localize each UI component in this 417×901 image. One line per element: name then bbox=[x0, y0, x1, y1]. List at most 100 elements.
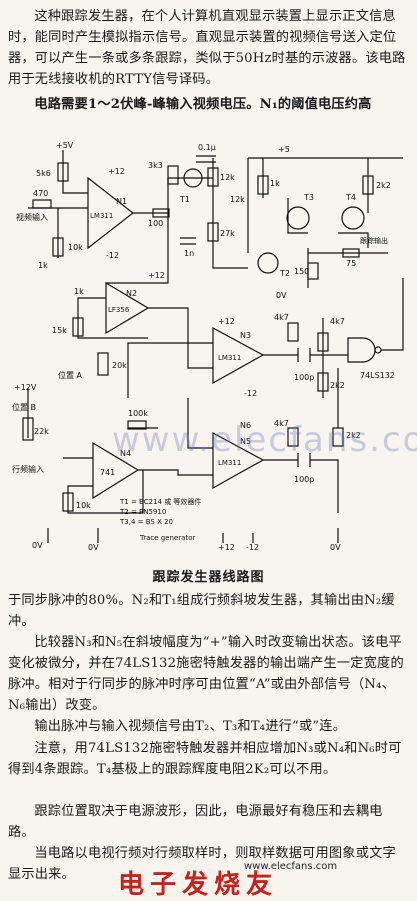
label-10k-b: 10k bbox=[76, 501, 91, 510]
label-trace-out: 跟踪输出 bbox=[360, 236, 388, 245]
label-0v: 0V bbox=[276, 291, 287, 300]
label-4k7-a: 4k7 bbox=[274, 313, 289, 322]
opamp-n3 bbox=[212, 326, 265, 385]
capacitor-0.1u bbox=[196, 155, 216, 163]
label-n2: N2 bbox=[126, 289, 137, 298]
opamp-n5 bbox=[212, 431, 265, 490]
wire bbox=[62, 150, 88, 194]
label-plus12v: +12V bbox=[14, 383, 37, 392]
label-5k6: 5k6 bbox=[36, 169, 51, 178]
label-position-a: 位置 A bbox=[58, 370, 83, 380]
transistor-t4 bbox=[341, 206, 365, 230]
label-0.1u: 0.1μ bbox=[198, 143, 216, 152]
wire bbox=[212, 158, 248, 269]
label-470: 470 bbox=[33, 189, 48, 198]
resistor-15k bbox=[72, 317, 84, 337]
label-plus12-a: +12 bbox=[108, 167, 125, 176]
label-plus12-b: +12 bbox=[148, 271, 165, 280]
label-15k: 15k bbox=[52, 326, 67, 335]
label-schematic-title: Trace generator bbox=[139, 534, 195, 542]
label-100k: 100k bbox=[128, 409, 148, 418]
label-t2: T2 bbox=[279, 269, 290, 278]
label-minus12-c: -12 bbox=[246, 543, 259, 552]
label-n1-ic: LM311 bbox=[90, 212, 113, 220]
pot-20k bbox=[97, 352, 109, 376]
resistor-2k2-c bbox=[332, 427, 344, 447]
opamp-n1 bbox=[87, 176, 134, 250]
capacitor-1n bbox=[180, 237, 196, 245]
label-n6: N6 bbox=[240, 421, 251, 430]
resistor-4k7-c bbox=[287, 427, 299, 447]
label-line-in: 行频输入 bbox=[12, 464, 44, 474]
resistor-150 bbox=[307, 262, 319, 280]
label-10k-a: 10k bbox=[68, 243, 83, 252]
label-2k2-c: 2k2 bbox=[346, 431, 361, 440]
wire bbox=[187, 398, 213, 449]
label-0v-b: 0V bbox=[88, 543, 99, 552]
label-1k-b: 1k bbox=[270, 179, 280, 188]
label-4k7-b: 4k7 bbox=[330, 317, 345, 326]
watermark-logo-text: 电子发烧友 bbox=[118, 870, 279, 900]
resistor-10k bbox=[52, 237, 64, 257]
wire bbox=[67, 470, 144, 514]
label-3k3: 3k3 bbox=[148, 161, 163, 170]
label-t1: T1 bbox=[179, 195, 190, 204]
label-27k: 27k bbox=[220, 229, 235, 238]
resistor-10k-b bbox=[62, 492, 74, 512]
label-4k7-c: 4k7 bbox=[274, 419, 289, 428]
label-video-in: 视频输入 bbox=[16, 212, 48, 222]
resistor-100 bbox=[152, 208, 170, 218]
label-parts-t34: T3,4 = BS X 20 bbox=[119, 518, 173, 526]
resistor-2k2-a bbox=[362, 175, 374, 195]
wire bbox=[148, 307, 213, 369]
wire bbox=[138, 469, 213, 476]
label-n5: N5 bbox=[240, 437, 251, 446]
label-parts-t1: T1 = BC214 或 等效器件 bbox=[119, 497, 201, 506]
label-22k: 22k bbox=[34, 427, 49, 436]
transistor-t2 bbox=[257, 252, 279, 274]
label-n5-ic: LM311 bbox=[218, 459, 241, 467]
resistor-470 bbox=[32, 199, 52, 209]
label-n2-ic: LF356 bbox=[108, 306, 130, 314]
resistor-27k bbox=[207, 222, 219, 242]
site-mark: www.elecfans.com bbox=[244, 861, 338, 872]
resistor-3k3 bbox=[167, 165, 179, 185]
label-20k: 20k bbox=[112, 361, 127, 370]
resistor-100k bbox=[127, 420, 147, 430]
trace-generator-schematic: +5V 5k6 470 视频输入 10k LM311 N1 +12 -12 3k… bbox=[12, 141, 404, 552]
label-t4: T4 bbox=[345, 193, 356, 202]
label-1n: 1n bbox=[184, 249, 194, 258]
label-150: 150 bbox=[294, 267, 309, 276]
ground-ties bbox=[47, 528, 339, 543]
label-plus5-b: +5 bbox=[278, 145, 290, 154]
label-74ls132: 74LS132 bbox=[360, 371, 395, 380]
wire bbox=[381, 278, 404, 351]
paragraph-or-connection: 输出脉冲与输入视频信号由T₂、T₃和T₄进行“或”连。 bbox=[34, 719, 347, 734]
label-12k-b: 12k bbox=[230, 195, 245, 204]
wire bbox=[127, 342, 213, 398]
resistor-12k bbox=[207, 167, 219, 187]
paragraph-voltage: 电路需要1～2伏峰-峰输入视频电压。N₁的阈值电压约高 bbox=[34, 97, 372, 112]
wire bbox=[338, 232, 369, 248]
paragraph-supply: 跟踪位置取决于电源波形，因此，电源最好有稳压和去耦电路。 bbox=[8, 804, 383, 840]
resistor-5k6 bbox=[57, 162, 69, 182]
paragraph-comparators: 比较器N₃和N₅在斜坡幅度为“+”输入时改变输出状态。该电平变化被微分，并在74… bbox=[8, 635, 404, 713]
label-100p-a: 100p bbox=[294, 373, 314, 382]
wire bbox=[77, 297, 148, 339]
resistor-1k bbox=[257, 175, 269, 195]
capacitor-100p-a bbox=[297, 348, 311, 362]
watermark-site-overlay: www.elecfans.com bbox=[112, 420, 417, 460]
label-minus12-a: -12 bbox=[106, 251, 119, 260]
label-parts-t2: T2 = PN5910 bbox=[119, 508, 166, 516]
resistor-4k7-a bbox=[287, 322, 299, 342]
label-minus12-d: -12 bbox=[244, 389, 257, 398]
gate-bubble bbox=[374, 346, 382, 354]
label-n3: N3 bbox=[240, 331, 251, 340]
label-position-b: 位置 B bbox=[12, 402, 36, 412]
label-0v-c: 0V bbox=[330, 543, 341, 552]
wire bbox=[106, 258, 169, 284]
label-75: 75 bbox=[346, 259, 356, 268]
label-1k-a: 1k bbox=[38, 261, 48, 270]
label-n1: N1 bbox=[116, 197, 127, 206]
label-1k-c: 1k bbox=[74, 287, 84, 296]
